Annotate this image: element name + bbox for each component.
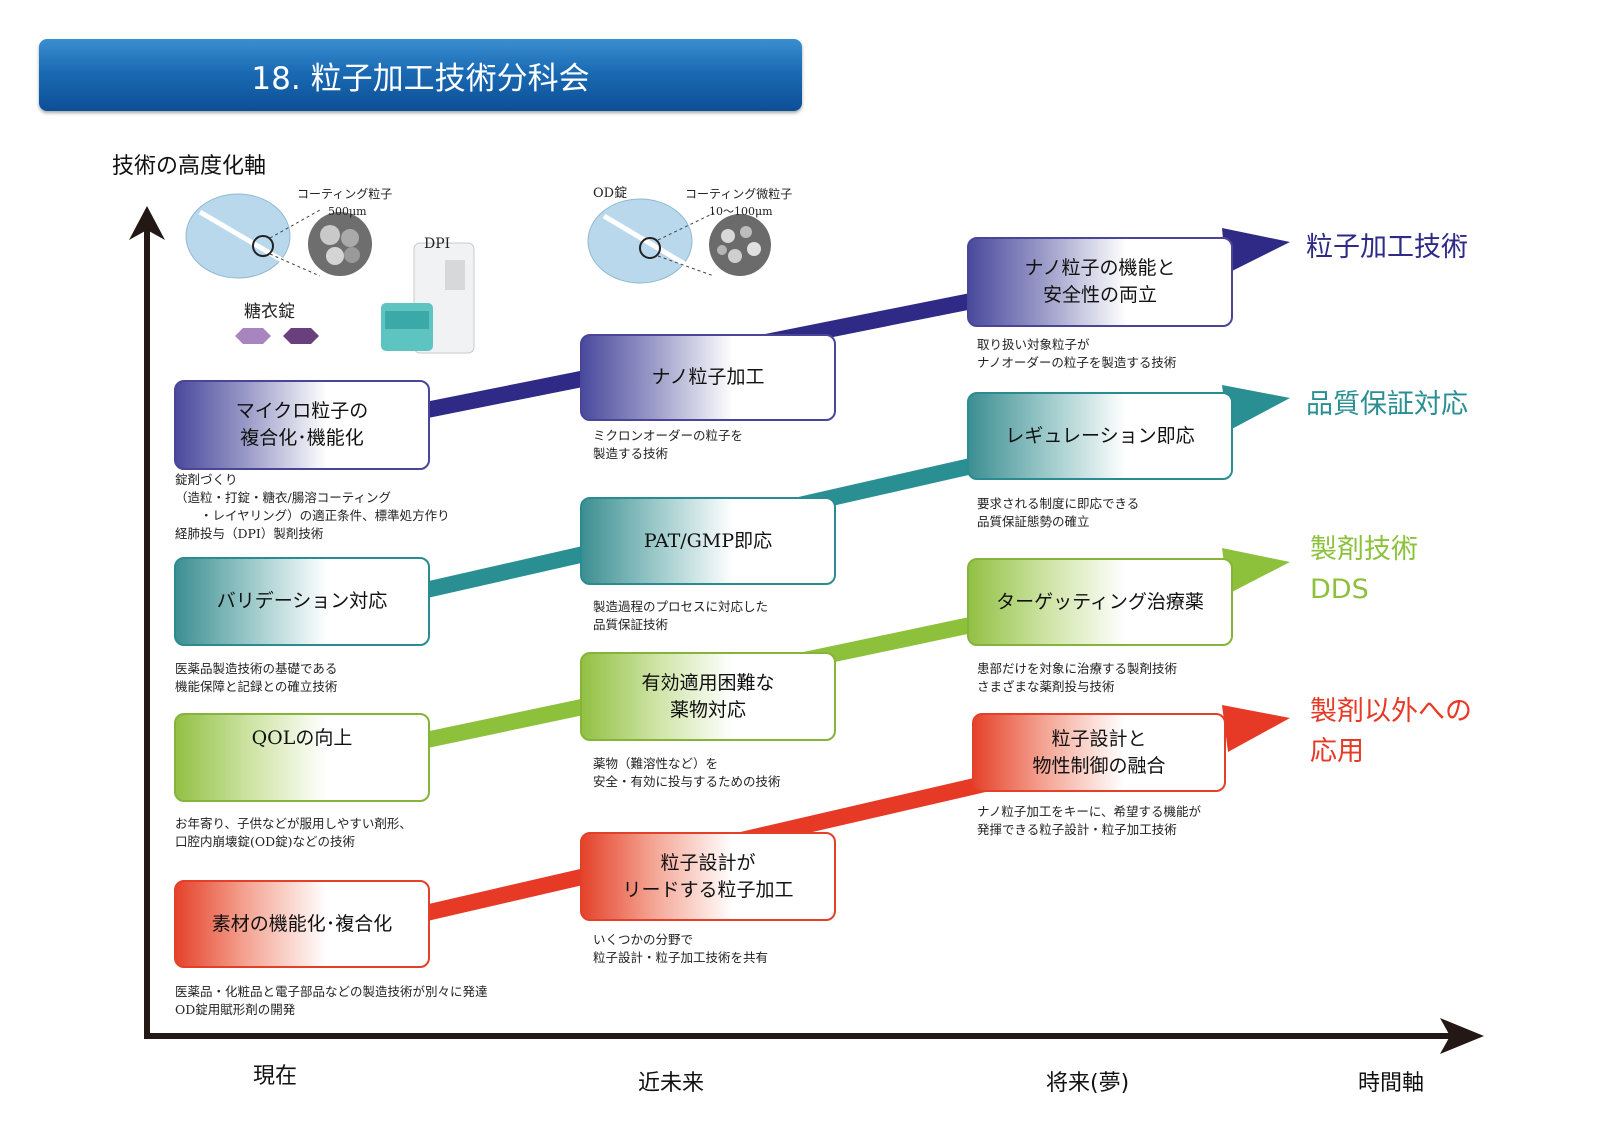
box-description: 医薬品製造技術の基礎である 機能保障と記録との確立技術 [175, 661, 338, 694]
box-label: レギュレーション即応 [1005, 424, 1195, 447]
box-label: QOLの向上 [251, 727, 353, 749]
box-description: 薬物（難溶性など）を 安全・有効に投与するための技術 [593, 756, 781, 789]
dpi-label: DPI [424, 236, 451, 252]
page-title-banner: 18. 粒子加工技術分科会 [39, 39, 802, 111]
box-label: 有効適用困難な 薬物対応 [641, 671, 775, 721]
box-description: いくつかの分野で 粒子設計・粒子加工技術を共有 [593, 932, 769, 965]
horizontal-axis [144, 1018, 1484, 1054]
box-label: 素材の機能化･複合化 [211, 912, 393, 935]
box-label: ナノ粒子加工 [651, 366, 765, 388]
x-axis-label: 時間軸 [1358, 1071, 1425, 1096]
y-axis-label: 技術の高度化軸 [112, 154, 267, 179]
page-title: 18. 粒子加工技術分科会 [251, 61, 590, 97]
box-label: 粒子設計と 物性制御の融合 [1032, 727, 1166, 777]
coated-particle-illustration-left [185, 193, 372, 279]
box-description: ミクロンオーダーの粒子を 製造する技術 [593, 428, 744, 461]
box-regulation: レギュレーション即応 [967, 392, 1233, 480]
box-description: 医薬品・化粧品と電子部品などの製造技術が別々に発達 OD錠用賦形剤の開発 [175, 984, 488, 1017]
box-label: PAT/GMP即応 [643, 529, 773, 552]
vertical-axis [129, 206, 165, 1039]
box-nano-particle: ナノ粒子加工 [580, 334, 836, 421]
box-design-property-fusion: 粒子設計と 物性制御の融合 [972, 713, 1226, 792]
box-label: ターゲッティング治療薬 [996, 590, 1204, 613]
sugar-coated-tablets [235, 328, 319, 344]
coating-microparticle-label: コーティング微粒子 [685, 187, 793, 201]
box-label: マイクロ粒子の 複合化･機能化 [235, 400, 369, 449]
box-validation: バリデーション対応 [174, 557, 430, 646]
box-description: 取り扱い対象粒子が ナノオーダーの粒子を製造する技術 [977, 337, 1177, 370]
category-quality-assurance: 品質保証対応 [1306, 389, 1468, 420]
time-point-near-future: 近未来 [638, 1071, 705, 1096]
sugar-coated-label: 糖衣錠 [244, 302, 295, 322]
box-label: 粒子設計が リードする粒子加工 [622, 851, 794, 901]
od-tablet-illustration [587, 198, 771, 284]
box-description: 錠剤づくり （造粒・打錠・糖衣/腸溶コーティング ・レイヤリング）の適正条件、標… [175, 472, 450, 541]
box-qol: QOLの向上 [174, 713, 430, 802]
coating-microparticle-size: 10〜100μm [709, 205, 773, 218]
box-particle-design-lead: 粒子設計が リードする粒子加工 [580, 832, 836, 921]
box-description: 要求される制度に即応できる 品質保証態勢の確立 [977, 496, 1140, 529]
box-micro-particle: マイクロ粒子の 複合化･機能化 [174, 380, 430, 470]
box-pat-gmp: PAT/GMP即応 [580, 497, 836, 585]
coating-particle-size: 500μm [328, 205, 367, 218]
box-label: バリデーション対応 [216, 590, 388, 612]
category-non-formulation-application: 製剤以外への 応用 [1310, 696, 1472, 767]
dpi-inhaler [381, 242, 475, 354]
time-point-future: 将来(夢) [1046, 1071, 1130, 1096]
time-point-now: 現在 [253, 1064, 298, 1089]
box-nano-safety: ナノ粒子の機能と 安全性の両立 [967, 237, 1233, 327]
box-label: ナノ粒子の機能と 安全性の両立 [1024, 257, 1176, 306]
box-difficult-drug: 有効適用困難な 薬物対応 [580, 652, 836, 741]
coating-particle-label: コーティング粒子 [297, 187, 393, 201]
box-material-function: 素材の機能化･複合化 [174, 880, 430, 968]
box-targeting: ターゲッティング治療薬 [967, 558, 1233, 646]
category-formulation-dds: 製剤技術 DDS [1310, 534, 1418, 605]
box-description: ナノ粒子加工をキーに、希望する機能が 発揮できる粒子設計・粒子加工技術 [977, 804, 1202, 837]
box-description: 製造過程のプロセスに対応した 品質保証技術 [593, 599, 769, 632]
box-description: お年寄り、子供などが服用しやすい剤形、 口腔内崩壊錠(OD錠)などの技術 [175, 816, 412, 849]
od-tablet-label: OD錠 [593, 186, 628, 201]
category-particle-processing: 粒子加工技術 [1306, 232, 1468, 263]
box-description: 患部だけを対象に治療する製剤技術 さまざまな薬剤投与技術 [977, 661, 1178, 694]
